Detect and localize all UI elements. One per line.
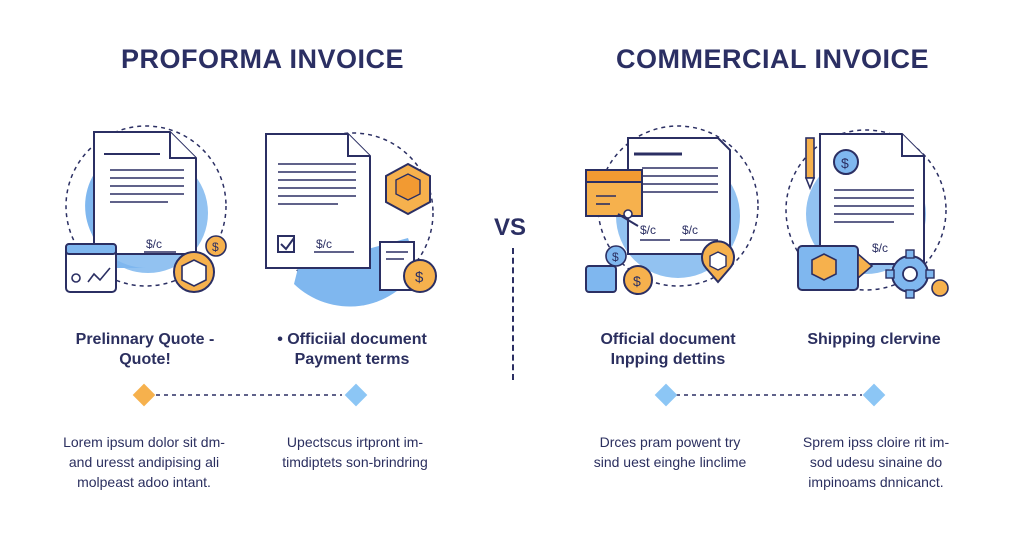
svg-text:$: $ [415,269,424,286]
vs-divider-line [512,248,514,380]
proforma-item-1-label: Prelinnary Quote - Quote! [75,331,215,368]
blue-diamond [344,383,368,407]
blue-diamond [862,383,886,407]
coin-icon: $ [379,241,437,293]
document-dollar-icon: $ $/c [819,133,925,265]
svg-text:$/c: $/c [316,237,332,251]
proforma-item-1-desc: Lorem ipsum dolor sit dm- and uresst and… [63,434,225,490]
commercial-item-2-label: Shipping clervine [807,331,941,348]
truck-box-icon [797,245,874,291]
signed-contract-icon: $/c [265,133,371,269]
commercial-invoice-title: COMMERCIAL INVOICE [616,44,930,74]
pencil-icon [804,137,816,191]
document-dollar-icon: $/c [93,131,197,255]
blue-circle [85,174,148,269]
package-icon [385,162,431,216]
calculator-chart-icon [65,243,117,293]
dashed-circle [65,125,227,287]
commercial-item-1-label: Official document Inpping dettins [600,331,736,368]
dashed-circle [785,129,947,291]
svg-text:$/c: $/c [640,223,656,237]
commercial-item-1-desc: Drces pram powent try sind uest einghe l… [593,434,747,470]
proforma-invoice-title: PROFORMA INVOICE [121,44,405,74]
svg-text:$/c: $/c [146,237,162,251]
box-coin-icon: $ [173,235,227,293]
proforma-item-2-label: • Officiial document Payment terms [277,331,427,368]
location-box-icon [701,240,735,284]
shipping-service-illustration: $ $/c [785,129,949,299]
commercial-item-2-desc: Sprem ipss cloire rit im- sod udesu sina… [802,434,950,490]
commercial-document-illustration: $/c $/c $ $ [585,125,759,295]
orange-diamond [132,383,156,407]
proforma-connector [132,383,368,407]
proforma-item-2-desc: Upectscus irtpront im- timdiptets son-br… [282,434,428,470]
svg-text:$: $ [633,273,641,289]
svg-text:$: $ [212,240,219,254]
svg-text:$: $ [612,250,619,264]
proforma-document-illustration: $/c $ [65,125,227,293]
signed-contract-illustration: $/c $ [265,132,437,307]
blue-diamond [654,383,678,407]
commercial-connector [654,383,886,407]
vs-label: VS [494,214,527,241]
svg-text:$: $ [841,155,849,171]
gear-icon [885,249,949,299]
document-icon: $/c $/c [627,137,731,255]
svg-text:$/c: $/c [872,241,888,255]
shipping-box-icon [585,169,643,217]
checkbox-icon [277,235,295,253]
svg-text:$/c: $/c [682,223,698,237]
wallet-icon: $ $ [585,245,653,295]
pencil-icon [617,209,639,227]
